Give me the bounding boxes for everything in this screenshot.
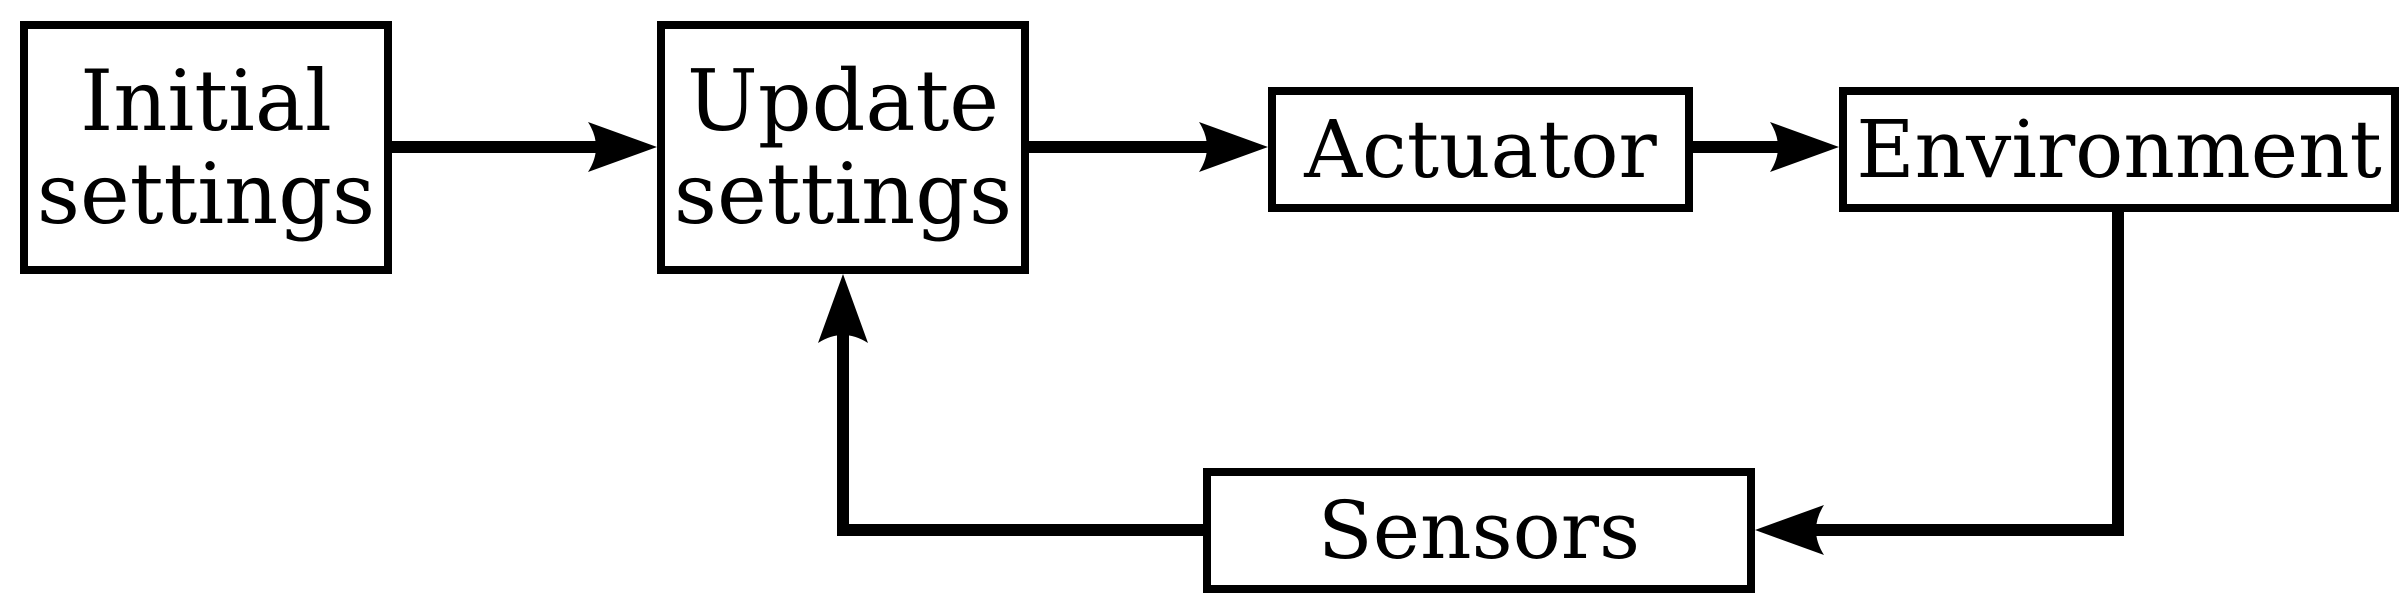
arrowhead-sensors-to-update	[818, 274, 868, 343]
node-environment: Environment	[1839, 87, 2399, 212]
node-initial-settings-line2: settings	[36, 144, 376, 243]
edge-sensors-to-update	[837, 330, 1203, 536]
node-sensors: Sensors	[1203, 468, 1755, 593]
node-update-settings-line2: settings	[673, 144, 1013, 243]
arrowhead-initial-to-update	[588, 122, 657, 172]
node-initial-settings: Initial settings	[20, 21, 392, 274]
node-actuator-label: Actuator	[1304, 102, 1657, 196]
node-initial-settings-line1: Initial	[80, 52, 332, 151]
node-environment-label: Environment	[1856, 102, 2382, 196]
edge-environment-to-sensors	[1812, 212, 2124, 536]
node-actuator: Actuator	[1268, 87, 1693, 212]
arrowhead-update-to-actuator	[1199, 122, 1268, 172]
arrowhead-environment-to-sensors	[1755, 505, 1824, 555]
node-update-settings-line1: Update	[687, 52, 999, 151]
arrowhead-actuator-to-environment	[1770, 122, 1839, 172]
node-sensors-label: Sensors	[1317, 483, 1641, 577]
node-update-settings: Update settings	[657, 21, 1029, 274]
